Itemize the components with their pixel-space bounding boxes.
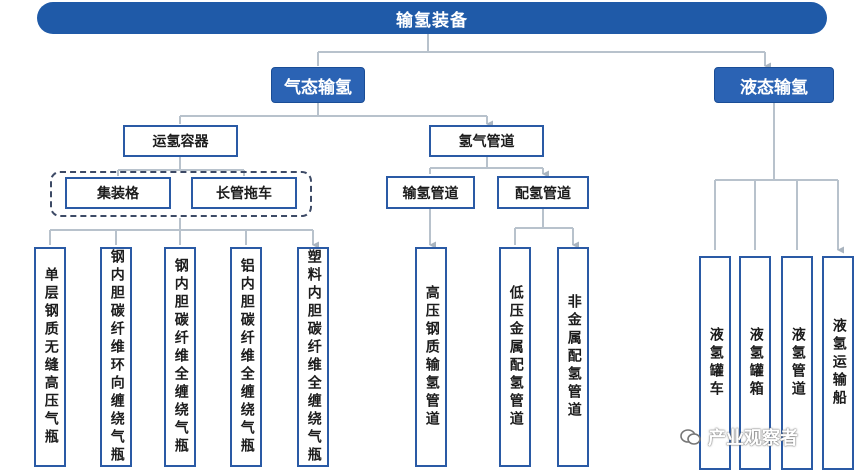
root-node: 输氢装备 bbox=[37, 2, 827, 34]
tank-node: 铝内胆碳纤维全缠绕气瓶 bbox=[230, 247, 262, 467]
distribution-pipeline-node: 配氢管道 bbox=[497, 176, 589, 209]
vehicle-node: 长管拖车 bbox=[191, 177, 297, 209]
tank-node: 单层钢质无缝高压气瓶 bbox=[34, 247, 66, 467]
liquid-leaf-node: 液氢运输船 bbox=[822, 256, 854, 470]
liquid-transport-node: 液态输氢 bbox=[714, 67, 834, 103]
pipeline-leaf-node: 高压钢质输氢管道 bbox=[415, 247, 447, 467]
liquid-leaf-node: 液氢管道 bbox=[781, 256, 813, 470]
watermark: 产业观察者 bbox=[680, 424, 798, 450]
vehicle-node: 集装格 bbox=[65, 177, 171, 209]
pipeline-leaf-node: 非金属配氢管道 bbox=[557, 247, 589, 467]
tank-node: 钢内胆碳纤维环向缠绕气瓶 bbox=[100, 247, 132, 467]
liquid-leaf-node: 液氢罐车 bbox=[699, 256, 731, 470]
pipeline-node: 氢气管道 bbox=[429, 125, 544, 157]
watermark-text: 产业观察者 bbox=[708, 428, 798, 449]
transmission-pipeline-node: 输氢管道 bbox=[386, 176, 475, 209]
chat-bubble-icon bbox=[680, 429, 701, 445]
gas-transport-node: 气态输氢 bbox=[271, 67, 365, 103]
pipeline-leaf-node: 低压金属配氢管道 bbox=[499, 247, 531, 467]
tank-node: 钢内胆碳纤维全缠绕气瓶 bbox=[164, 247, 196, 467]
container-node: 运氢容器 bbox=[123, 125, 238, 157]
tank-node: 塑料内胆碳纤维全缠绕气瓶 bbox=[297, 247, 329, 467]
liquid-leaf-node: 液氢罐箱 bbox=[739, 256, 771, 470]
vehicle-group bbox=[50, 171, 312, 217]
